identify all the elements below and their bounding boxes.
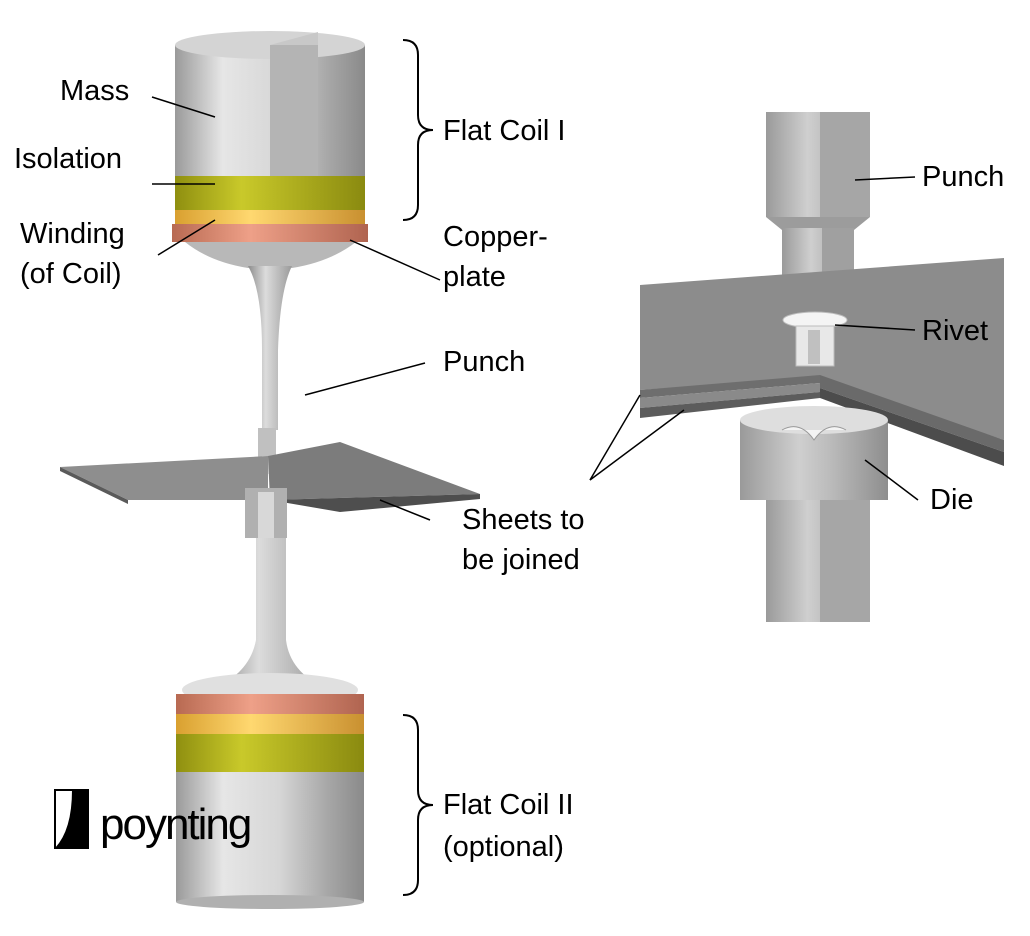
label-optional: (optional) [443,831,564,863]
label-of-coil: (of Coil) [20,258,122,290]
label-flat-coil-2: Flat Coil II [443,789,574,821]
poynting-logo-mark [54,789,89,849]
label-flat-coil-1: Flat Coil I [443,115,566,147]
label-sheets: Sheets to [462,504,585,536]
poynting-logo-text: poynting [100,800,252,849]
leader-lines [151,96,919,521]
label-winding: Winding [20,218,125,250]
lower-coil-assembly [176,673,364,909]
braces [402,39,434,896]
label-isolation: Isolation [14,143,123,175]
lower-die-shaft [215,488,325,688]
label-punch-right: Punch [922,161,1005,193]
isolation-layer [175,176,365,214]
label-die: Die [930,484,974,516]
left-sheets [60,442,480,512]
label-be-joined: be joined [462,544,580,576]
rivet [782,311,848,367]
label-rivet: Rivet [922,315,989,347]
left-punch-shaft [248,266,292,474]
right-punch [766,112,870,304]
upper-coil-assembly [172,31,368,268]
right-die [740,406,888,622]
label-plate: plate [443,261,506,293]
label-copper: Copper- [443,221,548,253]
copper-plate [172,224,368,242]
label-punch-left: Punch [443,346,526,378]
label-mass: Mass [60,75,130,107]
